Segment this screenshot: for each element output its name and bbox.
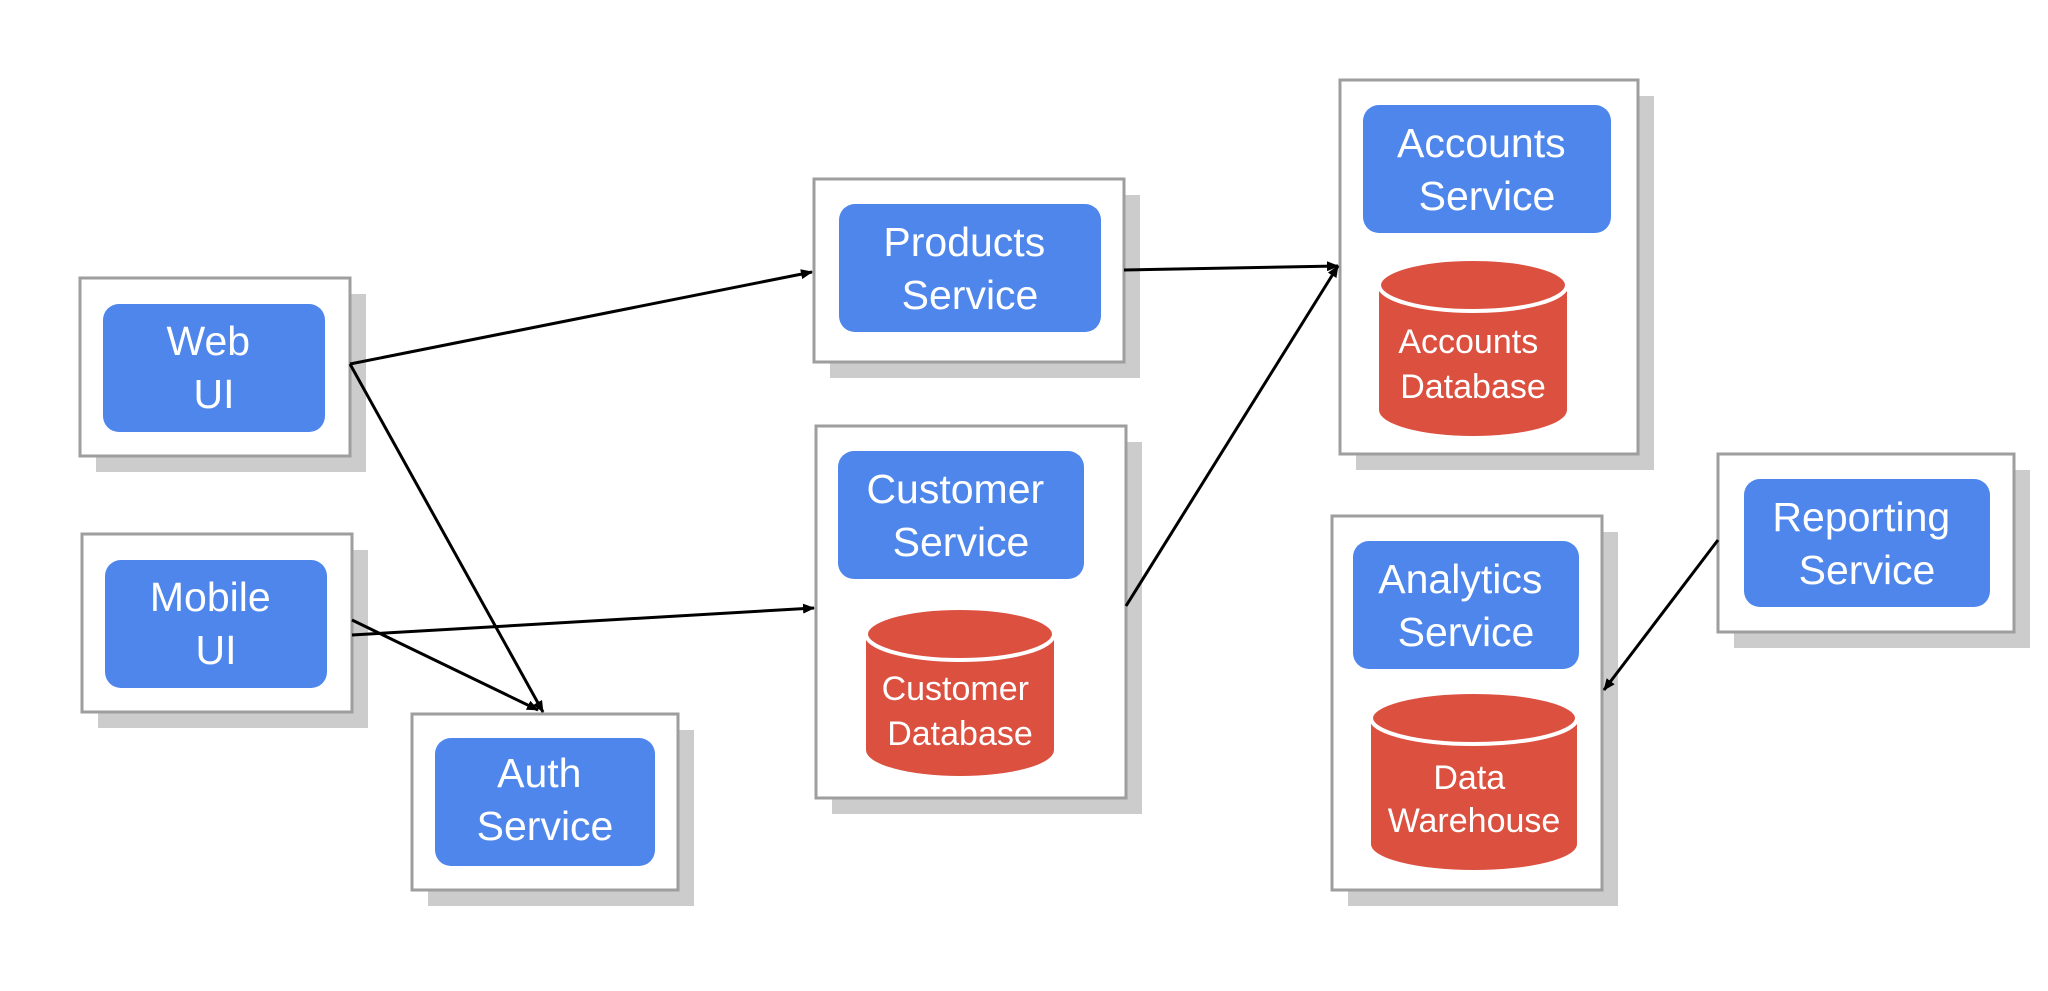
web-ui-box xyxy=(103,304,325,432)
auth-service-box xyxy=(435,738,655,866)
edges xyxy=(348,261,1720,713)
edge-reporting-service-to-analytics-service xyxy=(1602,539,1720,691)
accounts-service-label: Accounts Service xyxy=(1397,120,1577,219)
edge-web-ui-to-products-service xyxy=(349,269,813,366)
accounts-database-label: Accounts Database xyxy=(1398,323,1547,406)
edge-mobile-ui-to-customer-service xyxy=(351,603,815,637)
edge-products-service-to-accounts-service xyxy=(1123,261,1339,272)
web-ui-node: Web UI xyxy=(78,276,366,472)
customer-service-label: Customer Service xyxy=(866,466,1055,565)
accounts-service-node: Accounts Service Accounts Database xyxy=(1338,78,1654,470)
data-warehouse-label: Data Warehouse xyxy=(1388,759,1561,840)
accounts-service-box xyxy=(1363,105,1611,233)
web-ui-label: Web UI xyxy=(167,318,262,417)
edge-web-ui-to-auth-service xyxy=(348,363,545,713)
data-warehouse-icon xyxy=(1369,690,1579,870)
reporting-service-label: Reporting Service xyxy=(1772,494,1961,593)
auth-service-label: Auth Service xyxy=(477,750,614,849)
customer-database-label: Customer Database xyxy=(882,670,1039,753)
edge-mobile-ui-to-auth-service xyxy=(351,618,539,712)
analytics-service-node: Analytics Service Data Warehouse xyxy=(1330,514,1618,906)
customer-service-node: Customer Service Customer Database xyxy=(814,424,1142,814)
analytics-service-label: Analytics Service xyxy=(1378,556,1553,655)
products-service-box xyxy=(839,204,1101,332)
analytics-service-box xyxy=(1353,541,1579,669)
accounts-database-icon xyxy=(1377,257,1569,436)
customer-service-box xyxy=(838,451,1084,579)
products-service-node: Products Service xyxy=(812,177,1140,378)
reporting-service-box xyxy=(1744,479,1990,607)
products-service-label: Products Service xyxy=(883,219,1056,318)
auth-service-node: Auth Service xyxy=(410,712,694,906)
reporting-service-node: Reporting Service xyxy=(1716,452,2030,648)
mobile-ui-box xyxy=(105,560,327,688)
mobile-ui-label: Mobile UI xyxy=(150,574,282,673)
mobile-ui-node: Mobile UI xyxy=(80,532,368,728)
edge-customer-service-to-accounts-service xyxy=(1124,265,1340,607)
customer-database-icon xyxy=(864,606,1056,776)
